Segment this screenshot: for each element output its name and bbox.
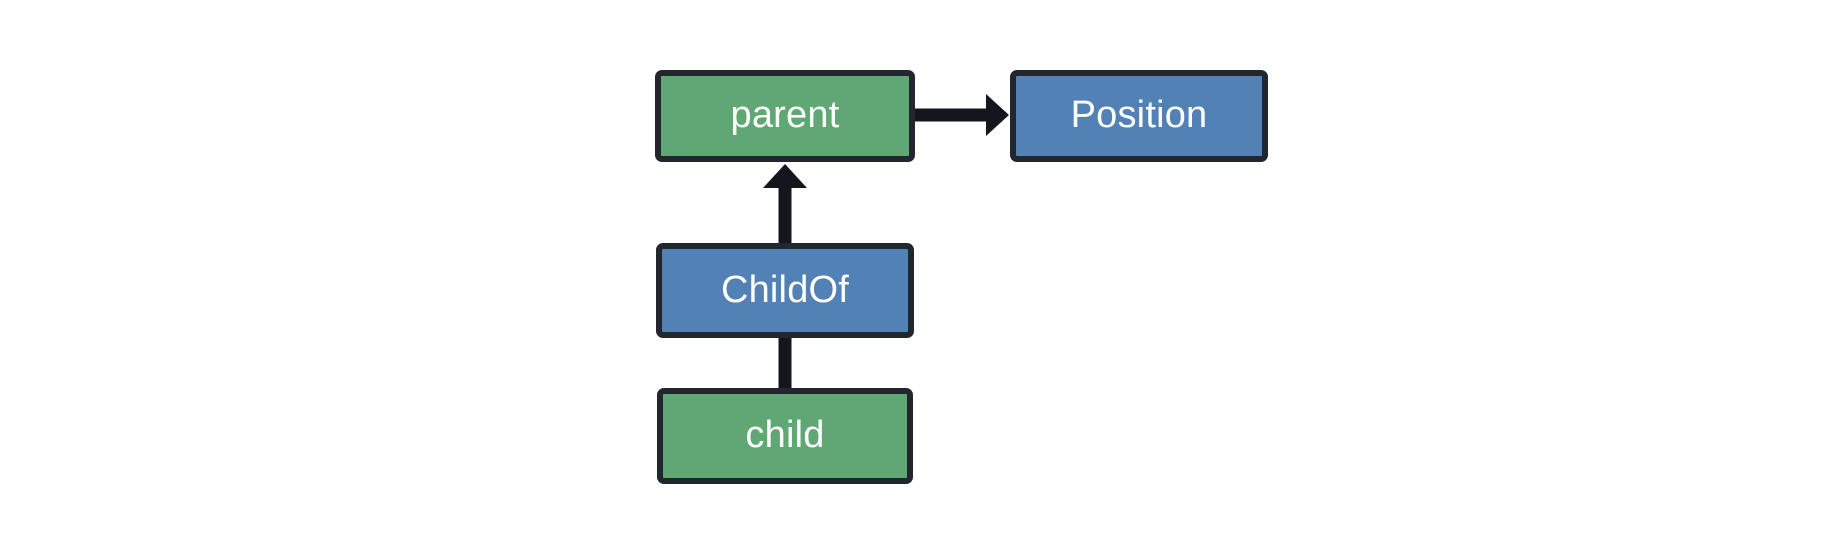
edge-childof-to-parent [763, 164, 807, 243]
node-childof-label: ChildOf [720, 268, 850, 311]
node-parent[interactable]: parent [655, 70, 915, 162]
node-child-label: child [745, 414, 825, 456]
node-childof[interactable]: ChildOf [656, 243, 914, 338]
edge-childof-to-parent-arrowhead [763, 164, 807, 188]
node-position-label: Position [1070, 94, 1208, 136]
edge-parent-to-position-arrowhead [986, 94, 1009, 136]
node-position[interactable]: Position [1010, 70, 1268, 162]
node-parent-label: parent [730, 94, 840, 136]
node-child[interactable]: child [657, 388, 913, 484]
edge-parent-to-position [915, 94, 1009, 136]
